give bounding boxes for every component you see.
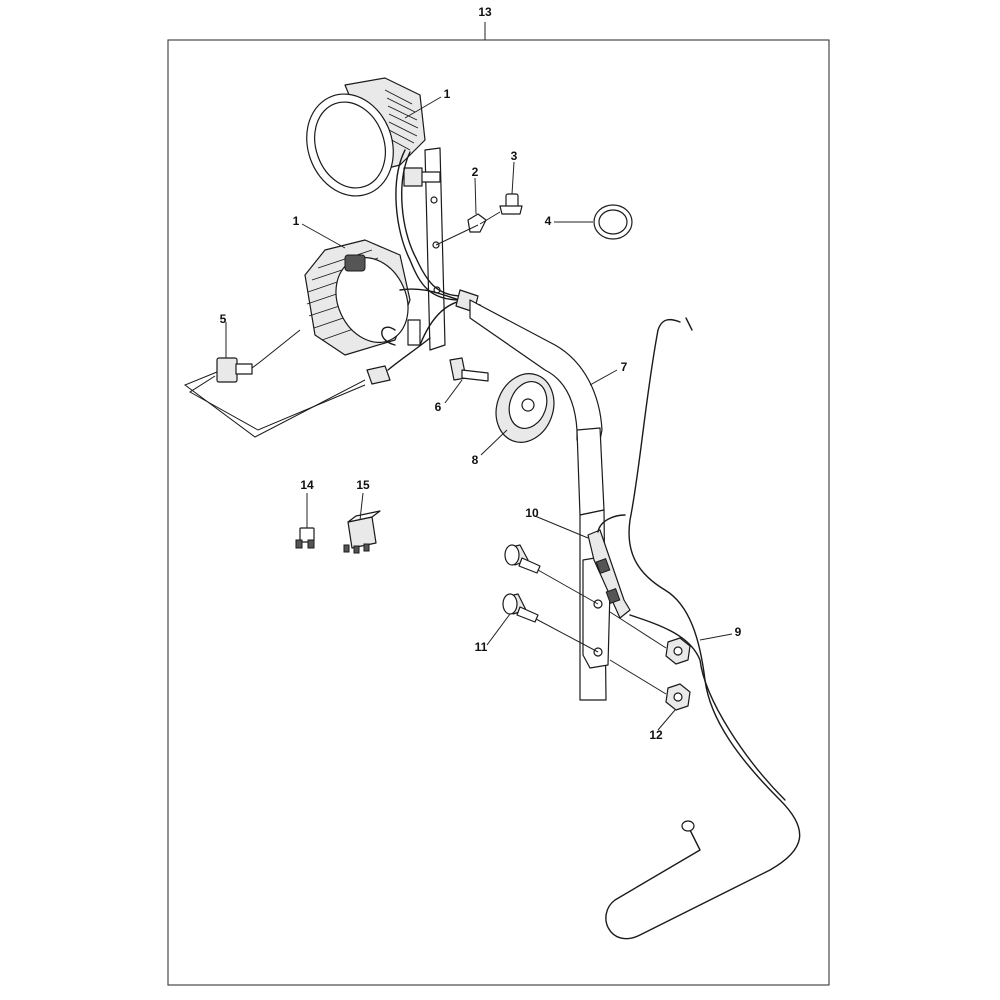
switch-wire-connector[interactable]: [366, 337, 431, 385]
callout-10[interactable]: 10: [525, 506, 539, 520]
work-light-upper[interactable]: [293, 77, 441, 208]
callout-15[interactable]: 15: [356, 478, 370, 492]
callout-leaders: [225, 96, 733, 731]
assembly-callout[interactable]: 13: [478, 5, 492, 19]
callout-5[interactable]: 5: [220, 312, 227, 326]
callout-1-lower[interactable]: 1: [293, 214, 300, 228]
callout-12[interactable]: 12: [649, 728, 663, 742]
fuse[interactable]: [295, 527, 315, 549]
callout-8[interactable]: 8: [472, 453, 479, 467]
work-light-lower[interactable]: [304, 239, 421, 356]
bolt[interactable]: [449, 357, 489, 382]
relay[interactable]: [343, 510, 381, 554]
callout-7[interactable]: 7: [621, 360, 628, 374]
switch[interactable]: [183, 329, 366, 438]
callout-3[interactable]: 3: [511, 149, 518, 163]
screw[interactable]: [479, 193, 523, 225]
callout-14[interactable]: 14: [300, 478, 314, 492]
ring[interactable]: [593, 204, 633, 240]
knob[interactable]: [487, 366, 564, 451]
cable-connector[interactable]: [587, 514, 631, 619]
nut[interactable]: [609, 611, 691, 711]
assembly-frame: [167, 22, 830, 986]
callout-11[interactable]: 11: [475, 640, 488, 654]
callout-2[interactable]: 2: [472, 165, 479, 179]
callout-1-upper[interactable]: 1: [444, 87, 451, 101]
clip[interactable]: [435, 213, 487, 246]
callout-9[interactable]: 9: [735, 625, 742, 639]
ground-cable[interactable]: [605, 317, 801, 940]
callout-6[interactable]: 6: [435, 400, 442, 414]
callout-4[interactable]: 4: [545, 214, 552, 228]
flange-bolt[interactable]: [502, 544, 599, 653]
